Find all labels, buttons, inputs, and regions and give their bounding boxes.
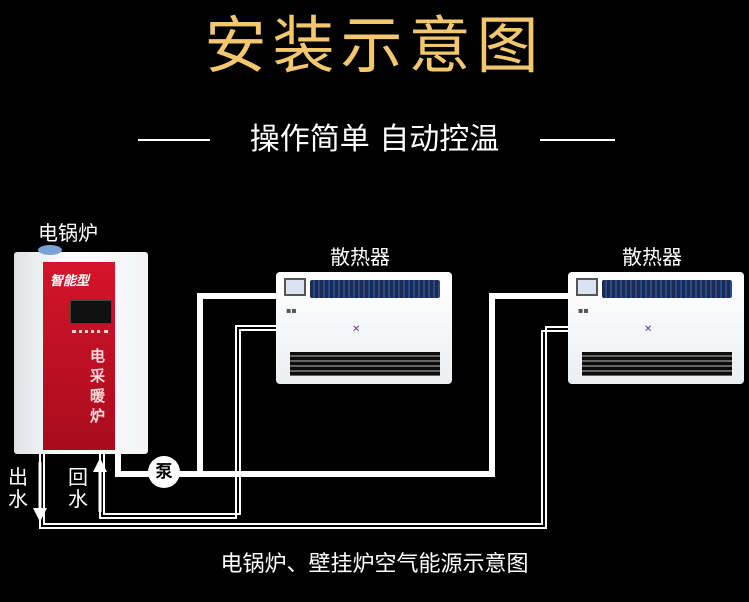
subtitle: 操作简单 自动控温	[249, 122, 500, 157]
supply-branch-1	[197, 293, 278, 474]
boiler-panel-char: 采	[90, 367, 106, 385]
outlet-label-char: 出	[8, 465, 28, 489]
radiator-screen	[576, 278, 598, 296]
pump: 泵	[148, 456, 180, 488]
radiator-bottom-grille	[290, 352, 440, 376]
boiler-panel-title: 智能型	[50, 274, 90, 289]
left-divider	[138, 139, 210, 141]
radiator-top-grille	[602, 280, 732, 298]
radiator-logo: ✕	[352, 324, 361, 335]
return-label-char: 水	[68, 487, 88, 511]
boiler-panel-char: 电	[90, 347, 106, 365]
radiator-2: ▪▪ ✕	[568, 272, 744, 384]
boiler-buttons	[72, 330, 108, 339]
boiler-label: 电锅炉	[38, 221, 98, 245]
boiler-cap	[38, 245, 62, 255]
boiler-panel-char: 暖	[90, 387, 106, 405]
radiator-brand-mark: ▪▪	[578, 306, 589, 315]
page-title: 安装示意图	[204, 9, 545, 82]
right-divider	[540, 139, 615, 141]
return-pipe-outer-2	[43, 330, 576, 525]
return-label-char: 回	[68, 465, 88, 489]
outlet-arrow-head	[33, 508, 47, 522]
outlet-label-char: 水	[8, 487, 28, 511]
radiator-bottom-grille	[582, 352, 732, 376]
radiator-label-1: 散热器	[330, 245, 390, 269]
radiator-logo: ✕	[644, 324, 653, 335]
boiler-display	[70, 300, 112, 324]
diagram-caption: 电锅炉、壁挂炉空气能源示意图	[220, 552, 529, 577]
outlet-label: 出 水	[8, 466, 28, 510]
radiator-1: ▪▪ ✕	[276, 272, 452, 384]
boiler-panel-text: 电 采 暖 炉	[90, 346, 106, 426]
return-arrow-head	[93, 458, 107, 472]
radiator-brand-mark: ▪▪	[286, 306, 297, 315]
supply-pipe	[115, 293, 570, 477]
boiler-panel	[43, 262, 115, 450]
boiler-panel-char: 炉	[90, 407, 106, 425]
radiator-label-2: 散热器	[622, 245, 682, 269]
return-pipe-inner-2	[103, 329, 282, 515]
return-label: 回 水	[68, 466, 88, 510]
radiator-screen	[284, 278, 306, 296]
radiator-top-grille	[310, 280, 440, 298]
